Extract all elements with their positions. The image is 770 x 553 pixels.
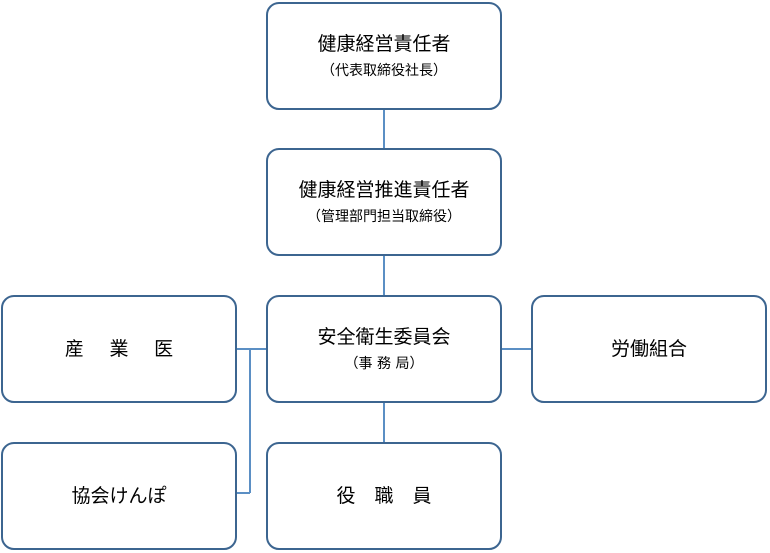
node-kyokai-kenpo-title: 協会けんぽ — [71, 485, 167, 507]
node-occupational-doctor: 産業医 — [1, 295, 237, 403]
node-promoter: 健康経営推進責任者 （管理部門担当取締役） — [266, 148, 502, 256]
node-labor-union: 労働組合 — [531, 295, 767, 403]
node-labor-union-title: 労働組合 — [610, 338, 687, 360]
node-staff-title: 役職員 — [336, 485, 451, 507]
node-committee-subtitle: （事 務 局） — [344, 356, 424, 372]
node-ceo: 健康経営責任者 （代表取締役社長） — [266, 2, 502, 110]
node-promoter-subtitle: （管理部門担当取締役） — [307, 209, 461, 225]
node-occupational-doctor-title: 産業医 — [64, 338, 199, 360]
node-ceo-title: 健康経営責任者 — [317, 33, 451, 55]
node-kyokai-kenpo: 協会けんぽ — [1, 442, 237, 550]
node-committee: 安全衛生委員会 （事 務 局） — [266, 295, 502, 403]
node-promoter-title: 健康経営推進責任者 — [298, 179, 470, 201]
node-ceo-subtitle: （代表取締役社長） — [321, 63, 447, 79]
node-committee-title: 安全衛生委員会 — [317, 326, 451, 348]
node-staff: 役職員 — [266, 442, 502, 550]
